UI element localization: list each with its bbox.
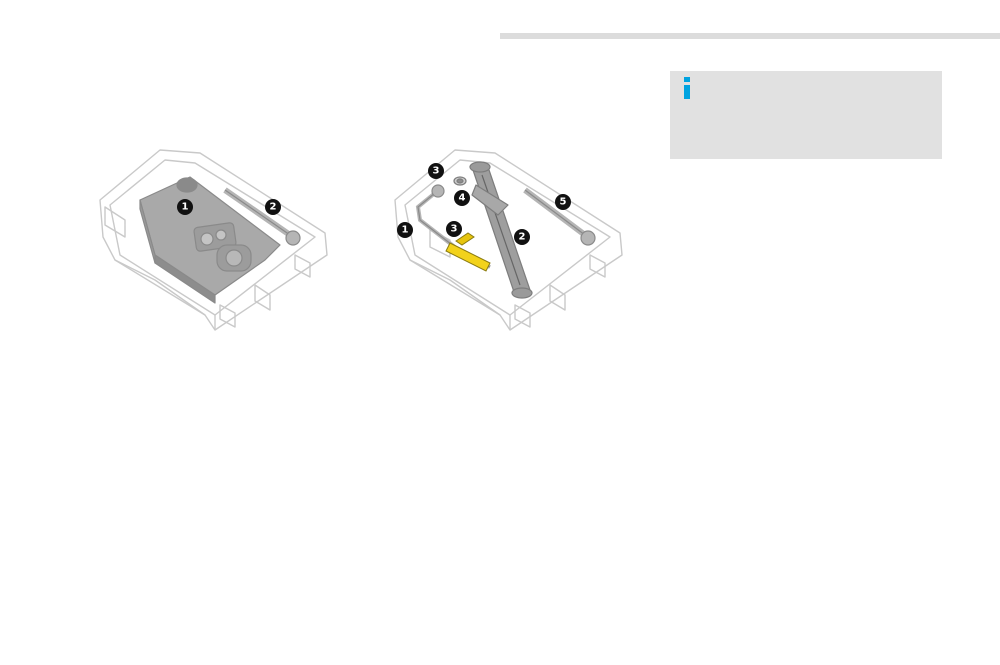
callout-1: 1	[397, 222, 413, 238]
callout-label: 4	[459, 193, 466, 204]
callout-label: 1	[402, 225, 409, 236]
callout-label: 5	[560, 197, 567, 208]
tool-tray-illustration-compressor: 1 2	[95, 145, 335, 335]
callout-label: 3	[451, 224, 458, 235]
callout-3-yellow: 3	[446, 221, 462, 237]
callout-3-top: 3	[428, 163, 444, 179]
top-divider	[500, 33, 1000, 39]
callout-2: 2	[514, 229, 530, 245]
callout-2: 2	[265, 199, 281, 215]
callout-label: 2	[519, 232, 526, 243]
callout-5: 5	[555, 194, 571, 210]
info-box	[670, 71, 942, 159]
callout-1: 1	[177, 199, 193, 215]
callout-label: 1	[182, 202, 189, 213]
callout-4: 4	[454, 190, 470, 206]
callout-label: 2	[270, 202, 277, 213]
callout-label: 3	[433, 166, 440, 177]
tool-tray-illustration-jack: 3 4 1 3 2 5	[390, 145, 630, 335]
info-icon	[684, 77, 690, 99]
